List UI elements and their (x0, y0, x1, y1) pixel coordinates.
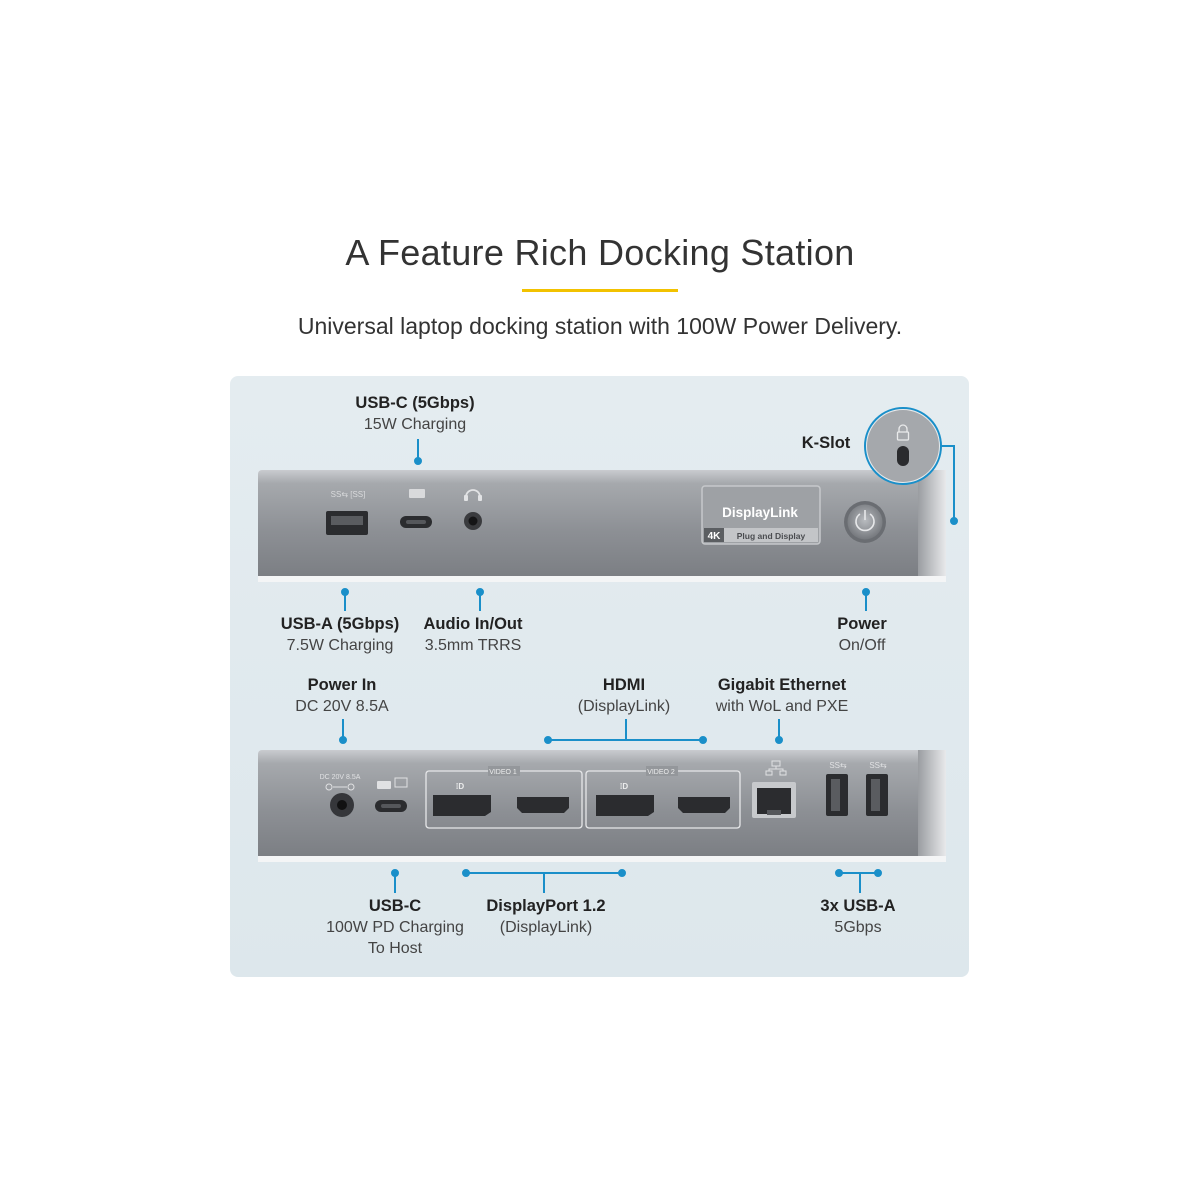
label-front-usbc: USB-C (5Gbps)15W Charging (355, 394, 475, 433)
label-hdmi: HDMI(DisplayLink) (577, 676, 671, 715)
page-title: A Feature Rich Docking Station (345, 232, 855, 273)
page-subtitle: Universal laptop docking station with 10… (297, 313, 903, 339)
power-button[interactable] (847, 504, 883, 540)
label-front-usba: USB-A (5Gbps)7.5W Charging (280, 615, 400, 654)
title-underline (522, 289, 678, 292)
label-displayport: DisplayPort 1.2(DisplayLink) (486, 897, 606, 936)
label-kslot: K-Slot (801, 434, 851, 452)
